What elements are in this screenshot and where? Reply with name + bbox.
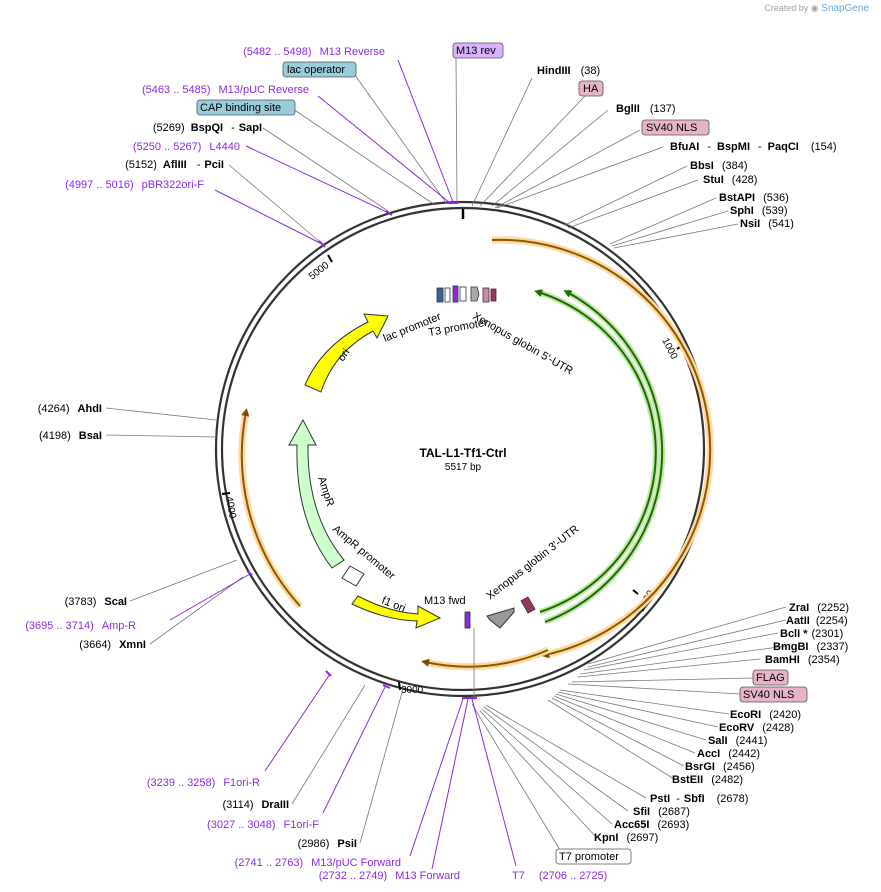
enzyme-ecorv: EcoRV(2428) xyxy=(719,722,794,734)
enzyme-afliii-group: (5152)AflIII-PciI xyxy=(125,159,224,171)
enzyme-sphi: SphI(539) xyxy=(730,205,788,217)
lac-operator-mark xyxy=(436,287,444,303)
enzyme-kpni: KpnI(2697) xyxy=(594,832,658,844)
enzyme-sali: SalI(2441) xyxy=(708,735,767,747)
box-cap-site: CAP binding site xyxy=(200,102,281,114)
primer-f1ori-f: (3027 .. 3048)F1ori-F xyxy=(207,819,319,831)
primer-l4440: (5250 .. 5267)L4440 xyxy=(133,141,240,153)
green-arc-outer xyxy=(544,290,664,623)
enzyme-zrai: ZraI(2252) xyxy=(789,602,849,614)
ampr-promoter-arrow xyxy=(341,565,365,587)
primer-marks xyxy=(246,202,477,699)
credit-prefix: Created by xyxy=(764,3,809,13)
box-m13rev: M13 rev xyxy=(456,45,496,57)
ampr-arrow xyxy=(288,418,345,569)
grey-feature-arrow xyxy=(486,607,515,629)
primer-f1ori-r: (3239 .. 3258)F1ori-R xyxy=(147,777,260,789)
enzyme-bsrgi: BsrGI(2456) xyxy=(685,761,755,773)
backbone-inner xyxy=(220,206,706,692)
xen5-mark xyxy=(490,288,497,302)
primer-m13puc-reverse: (5463 .. 5485)M13/pUC Reverse xyxy=(142,84,309,96)
enzyme-xmni: (3664)XmnI xyxy=(79,639,146,651)
box-flag: FLAG xyxy=(756,672,785,684)
box-ha: HA xyxy=(583,83,599,95)
enzyme-ecori: EcoRI(2420) xyxy=(730,709,801,721)
enzyme-bamhi: BamHI(2354) xyxy=(765,654,840,666)
enzyme-bcli: BclI *(2301) xyxy=(780,628,843,640)
enzyme-hindiii: HindIII(38) xyxy=(537,65,600,77)
xen3-label: Xenopus globin 3'-UTR xyxy=(484,523,581,602)
plasmid-name: TAL-L1-Tf1-Ctrl xyxy=(419,446,506,460)
enzyme-nsii: NsiI(541) xyxy=(740,218,794,230)
primer-m13puc-forward: (2741 .. 2763)M13/pUC Forward xyxy=(235,857,401,869)
ampr-label: AmpR xyxy=(315,475,336,508)
enzyme-bmgbi: BmgBI(2337) xyxy=(773,641,848,653)
primer-m13-forward: (2732 .. 2749)M13 Forward xyxy=(319,870,460,882)
credit-brand: SnapGene xyxy=(821,3,869,14)
enzyme-psii: (2986)PsiI xyxy=(298,838,357,850)
enzyme-bbsi: BbsI(384) xyxy=(690,160,748,172)
enzyme-sfii: SfiI(2687) xyxy=(633,806,690,818)
enzymes-right: HindIII(38) BglII(137) BfuAI-BspMI-PaqCI… xyxy=(537,65,849,844)
primer-pbr322ori-f: (4997 .. 5016)pBR322ori-F xyxy=(65,179,204,191)
m13fwd-mark xyxy=(464,611,471,629)
green-arc-inner xyxy=(534,289,657,613)
primer-lines xyxy=(169,59,517,870)
ori-arrow xyxy=(304,313,389,393)
primer-amp-r: (3695 .. 3714)Amp-R xyxy=(25,620,136,632)
box-t7-promoter: T7 promoter xyxy=(559,851,619,863)
box-sv40-bottom: SV40 NLS xyxy=(743,689,794,701)
orf-arc-right xyxy=(491,238,712,659)
enzyme-bsai: (4198)BsaI xyxy=(39,430,102,442)
enzyme-bspqi-group: (5269)BspQI-SapI xyxy=(153,122,262,134)
enzyme-acc65i: Acc65I(2693) xyxy=(614,819,689,831)
ori-label: ori xyxy=(336,347,353,364)
m13rev-mark xyxy=(452,285,459,303)
orf-arc-bottom xyxy=(421,649,549,668)
created-by-credit: Created by ◉ SnapGene xyxy=(764,3,869,14)
m13fwd-label: M13 fwd xyxy=(424,595,466,607)
xen5-label: Xenopus globin 5'-UTR xyxy=(471,310,575,377)
enzyme-scai: (3783)ScaI xyxy=(65,596,127,608)
enzyme-bfuai-group: BfuAI-BspMI-PaqCI(154) xyxy=(670,141,837,153)
enzyme-bglii: BglII(137) xyxy=(616,103,676,115)
box-lac-operator: lac operator xyxy=(287,64,345,76)
box-sv40-top: SV40 NLS xyxy=(646,122,697,134)
enzyme-psti-group: PstI-SbfI(2678) xyxy=(650,793,748,805)
green-arcs xyxy=(534,289,666,625)
lac-promoter-mark xyxy=(444,287,451,303)
enzyme-bstapi: BstAPI(536) xyxy=(719,192,789,204)
top-feature-cluster xyxy=(436,285,497,303)
tick-4000: 4000 xyxy=(223,496,238,520)
ha-mark xyxy=(482,287,490,303)
orf-arc-left xyxy=(240,408,301,607)
enzyme-stui: StuI(428) xyxy=(703,174,757,186)
boxed-features: M13 rev lac operator CAP binding site HA… xyxy=(196,42,808,865)
enzymes-left: (5269)BspQI-SapI (5152)AflIII-PciI (4264… xyxy=(38,122,357,850)
orf-arcs xyxy=(238,236,714,671)
enzyme-ahdi: (4264)AhdI xyxy=(38,403,102,415)
grey-mark xyxy=(470,286,480,302)
tick-3000: 3000 xyxy=(401,685,424,696)
plasmid-length: 5517 bp xyxy=(445,462,482,473)
connectors xyxy=(105,57,787,851)
snapgene-logo-icon: ◉ xyxy=(810,3,819,13)
enzyme-bsteii: BstEII(2482) xyxy=(672,774,743,786)
primer-t7: T7(2706 .. 2725) xyxy=(512,870,607,882)
enzyme-acci: AccI(2442) xyxy=(697,748,760,760)
t3-mark xyxy=(459,286,467,302)
f1ori-arrow xyxy=(351,595,442,629)
primer-labels: (5482 .. 5498)M13 Reverse (5463 .. 5485)… xyxy=(25,46,607,882)
xen3-mark xyxy=(520,596,536,614)
primer-m13-reverse: (5482 .. 5498)M13 Reverse xyxy=(243,46,385,58)
enzyme-aatii: AatII(2254) xyxy=(786,615,848,627)
enzyme-draiii: (3114)DraIII xyxy=(223,799,290,811)
